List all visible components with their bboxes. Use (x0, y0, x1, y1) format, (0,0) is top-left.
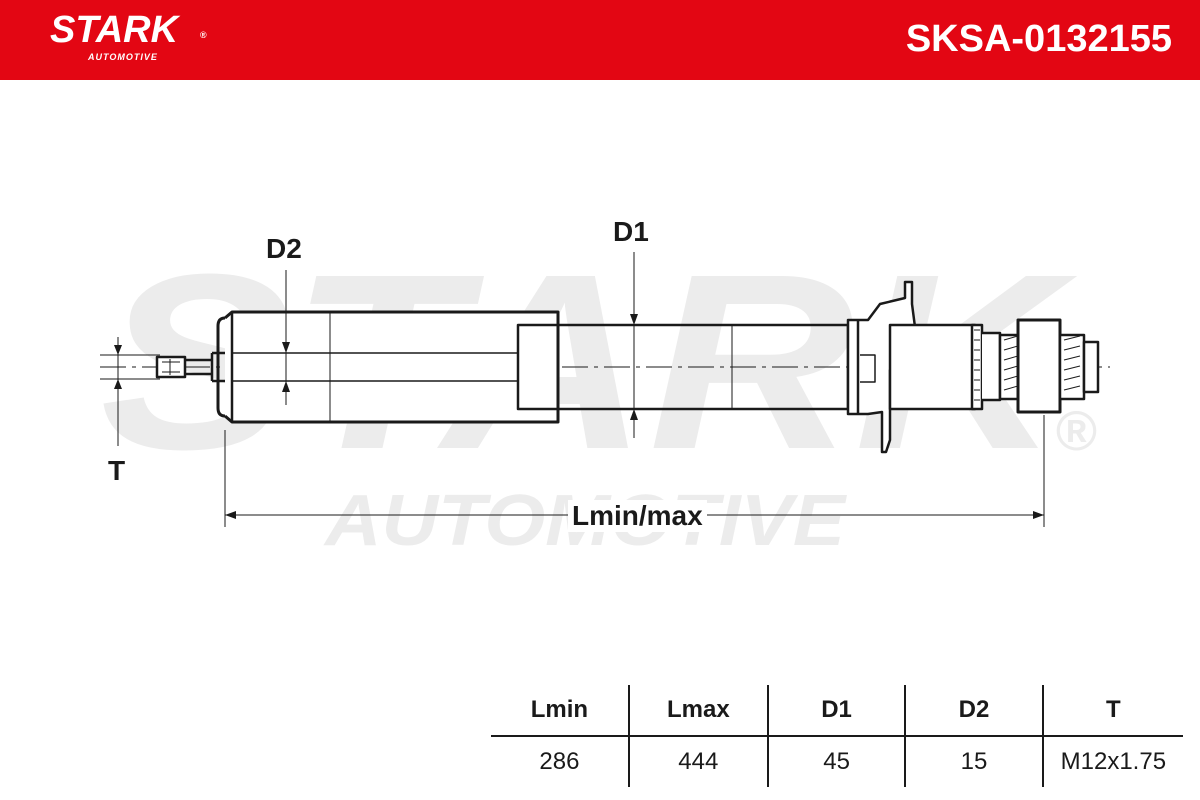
spec-header-t: T (1041, 685, 1183, 737)
watermark-reg: ® (1055, 399, 1097, 462)
shock-absorber-drawing: STARK AUTOMOTIVE ® (100, 222, 1110, 561)
spec-value-lmin: 286 (491, 735, 630, 787)
bottom-bushing (982, 331, 1002, 402)
spec-table: Lmin Lmax D1 D2 T 286 444 45 15 M12x1.75 (489, 683, 1185, 789)
spec-value-t: M12x1.75 (1041, 735, 1183, 787)
header-bar: STARK ® AUTOMOTIVE SKSA-0132155 (0, 0, 1200, 80)
dust-cover (216, 316, 226, 418)
brand-subtitle: AUTOMOTIVE (88, 52, 158, 62)
thread-stud (155, 355, 187, 379)
spec-header-lmin: Lmin (491, 685, 630, 737)
spec-header-d1: D1 (766, 685, 907, 737)
d1-label: D1 (613, 216, 649, 247)
brand-name: STARK (50, 9, 179, 51)
brand-logo: STARK ® AUTOMOTIVE (50, 9, 207, 62)
t-label: T (108, 455, 126, 486)
spec-value-d2: 15 (904, 735, 1044, 787)
d2-label: D2 (266, 233, 302, 264)
spec-header-d2: D2 (904, 685, 1044, 737)
spec-header-lmax: Lmax (627, 685, 769, 737)
brand-registered-mark: ® (200, 30, 207, 40)
part-number: SKSA-0132155 (905, 18, 1172, 60)
length-label: Lmin/max (568, 500, 707, 532)
spec-value-lmax: 444 (627, 735, 769, 787)
spec-table-header-row: Lmin Lmax D1 D2 T (491, 685, 1183, 737)
spec-value-d1: 45 (766, 735, 907, 787)
spec-table-value-row: 286 444 45 15 M12x1.75 (491, 735, 1183, 787)
